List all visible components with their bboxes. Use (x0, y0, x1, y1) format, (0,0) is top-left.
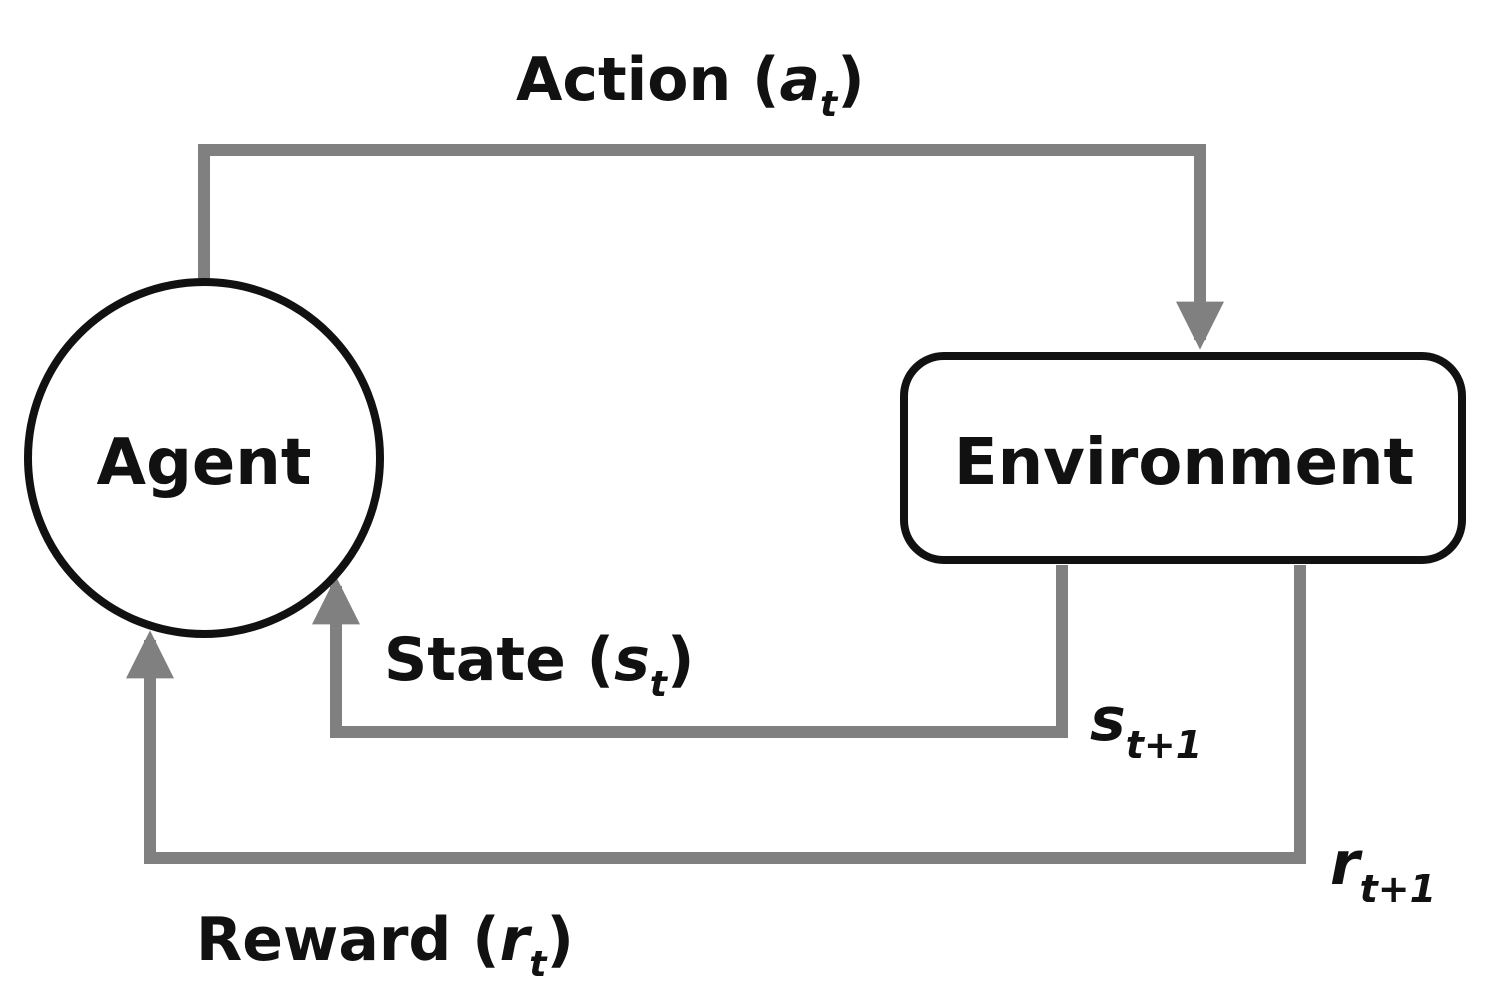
state-label-sub: t (650, 664, 669, 705)
environment-label: Environment (954, 426, 1414, 500)
agent-label: Agent (97, 426, 312, 500)
next-reward-symbol: r (1330, 829, 1363, 899)
next-state-symbol: s (1090, 685, 1126, 755)
reward-label: Reward (rt) (196, 905, 574, 985)
state-label: State (st) (384, 625, 694, 705)
action-label-word: Action ( (516, 45, 780, 115)
action-arrow (198, 144, 1224, 350)
next-reward-label: rt+1 (1330, 829, 1436, 911)
next-reward-sub: t+1 (1360, 867, 1436, 911)
action-label-close: ) (837, 45, 864, 115)
action-label: Action (at) (516, 45, 865, 125)
environment-node (900, 352, 1466, 564)
state-label-word: State ( (384, 625, 614, 695)
state-arrow (312, 565, 1068, 738)
reward-label-close: ) (546, 905, 573, 975)
next-state-label: st+1 (1090, 685, 1202, 767)
agent-node (24, 278, 384, 638)
state-label-symbol: s (614, 625, 650, 695)
reward-label-symbol: r (500, 905, 533, 975)
reward-arrow (126, 565, 1306, 864)
action-label-symbol: a (780, 45, 821, 115)
reward-label-sub: t (529, 944, 548, 985)
next-state-sub: t+1 (1126, 723, 1202, 767)
action-label-sub: t (820, 84, 839, 125)
reward-label-word: Reward ( (196, 905, 500, 975)
state-label-close: ) (667, 625, 694, 695)
